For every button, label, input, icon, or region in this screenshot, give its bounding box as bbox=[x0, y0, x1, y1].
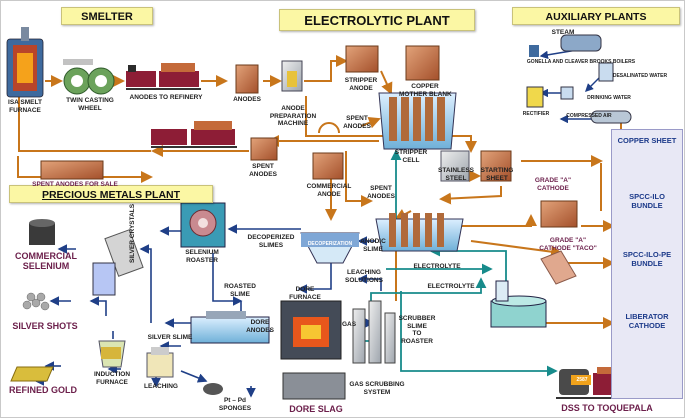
label-commercial-anode: COMMERCIAL ANODE bbox=[306, 183, 352, 198]
silver-cell-graphic bbox=[190, 311, 270, 344]
label-spent-anodes-3: SPENT ANODES bbox=[367, 185, 395, 200]
copper-flow-arrows bbox=[17, 55, 622, 329]
label-gas-scrubbing: GAS SCRUBBING SYSTEM bbox=[349, 381, 405, 396]
label-selenium-roaster: SELENIUM ROASTER bbox=[185, 249, 219, 264]
label-anodes: ANODES bbox=[233, 96, 261, 103]
label-anodic-slime: ANODIC SLIME bbox=[360, 238, 386, 253]
label-boilers: GONELLA AND CLEAVER BROOKS BOILERS bbox=[526, 59, 636, 65]
panel-spcc-ilo-bundle: SPCC-ILO BUNDLE bbox=[629, 192, 665, 210]
starting-sheet-graphic bbox=[480, 150, 512, 182]
label-copper-mother-blank: COPPER MOTHER BLANK bbox=[399, 83, 452, 98]
label-scrubber-slime: SCRUBBER SLIME TO ROASTER bbox=[398, 315, 436, 345]
label-gas: GAS bbox=[341, 321, 357, 328]
silver-shots-graphic bbox=[22, 292, 50, 311]
label-leaching-solutions: LEACHING SOLUTIONS bbox=[345, 269, 383, 284]
gold-bar-graphic bbox=[10, 366, 54, 382]
isa-furnace-graphic bbox=[6, 27, 44, 98]
banner-electrolytic-plant: ELECTROLYTIC PLANT bbox=[279, 9, 475, 31]
water-tank-graphic bbox=[560, 62, 614, 100]
grade-a-cathode-graphic bbox=[540, 200, 578, 228]
rectifier-graphic bbox=[526, 86, 544, 108]
label-stripper-cell: STRIPPER CELL bbox=[394, 149, 428, 164]
panel-liberator-cathode: LIBERATOR CATHODE bbox=[625, 312, 669, 330]
leaching-tank-graphic bbox=[146, 347, 174, 378]
label-spent-anodes-sale: SPENT ANODES FOR SALE bbox=[32, 181, 118, 188]
label-decoperization: DECOPERIZATION bbox=[307, 241, 353, 247]
casting-wheel-graphic bbox=[63, 59, 115, 95]
label-spent-anodes-1: SPENT ANODES bbox=[343, 115, 371, 130]
induction-furnace-graphic bbox=[98, 340, 126, 368]
mother-blank-graphic bbox=[405, 45, 440, 81]
label-grade-a-cathode: GRADE "A" CATHODE bbox=[534, 177, 572, 192]
label-grade-a-taco: GRADE "A" CATHODE "TACO" bbox=[539, 237, 597, 252]
pt-pd-graphic bbox=[203, 383, 223, 395]
label-electrolyte-2: ELECTROLYTE bbox=[427, 283, 475, 290]
spent-anodes-sale-graphic bbox=[40, 160, 104, 180]
label-compressed-air: COMPRESSED AIR bbox=[566, 113, 612, 119]
product-refined-gold: REFINED GOLD bbox=[8, 385, 77, 395]
label-electrolyte-1: ELECTROLYTE bbox=[413, 263, 461, 270]
locomotive-number: 2587 bbox=[576, 377, 588, 383]
spent-anode-train-graphic bbox=[151, 121, 237, 148]
panel-spcc-ilo-pe-bundle: SPCC-ILO-PE BUNDLE bbox=[622, 250, 672, 268]
product-dore-slag: DORE SLAG bbox=[289, 404, 343, 414]
label-twin-casting-wheel: TWIN CASTING WHEEL bbox=[66, 97, 114, 112]
banner-auxiliary-plants: AUXILIARY PLANTS bbox=[512, 7, 680, 25]
label-steam: STEAM bbox=[551, 29, 575, 36]
anode-train-graphic bbox=[126, 63, 201, 90]
selenium-drum-graphic bbox=[29, 219, 55, 245]
label-decoperized-slimes: DECOPERIZED SLIMES bbox=[247, 234, 295, 249]
label-anodes-to-refinery: ANODES TO REFINERY bbox=[129, 94, 203, 101]
anodes-stack-graphic bbox=[235, 64, 259, 94]
decoperization-tank-graphic bbox=[300, 232, 360, 264]
label-leaching: LEACHING bbox=[144, 383, 178, 390]
spent-anodes-graphic bbox=[250, 137, 278, 161]
selenium-roaster-graphic bbox=[180, 202, 226, 248]
taco-graphic bbox=[540, 250, 577, 285]
scrubber-graphic bbox=[352, 300, 396, 364]
dore-slag-graphic bbox=[282, 372, 346, 400]
compressed-air-graphic bbox=[590, 110, 632, 124]
crystal-hopper-graphic bbox=[92, 262, 116, 296]
label-dore-furnace: DORE FURNACE bbox=[289, 286, 321, 301]
product-silver-shots: SILVER SHOTS bbox=[12, 321, 78, 331]
label-starting-sheet: STARTING SHEET bbox=[480, 167, 514, 182]
stripper-cell-graphic bbox=[378, 92, 457, 150]
label-dore-anodes: DORE ANODES bbox=[246, 319, 274, 334]
packing-panel bbox=[611, 129, 683, 399]
dore-furnace-graphic bbox=[280, 300, 342, 360]
electrolytic-cell-graphic bbox=[375, 213, 464, 252]
electrolyte-tanks-graphic bbox=[490, 280, 547, 328]
stripper-anode-graphic bbox=[345, 45, 379, 73]
anode-prep-machine-graphic bbox=[281, 60, 303, 92]
commercial-anode-graphic bbox=[312, 152, 344, 180]
label-anode-prep-machine: ANODE PREPARATION MACHINE bbox=[269, 105, 317, 127]
label-silver-crystals: SILVER CRYSTALS bbox=[129, 203, 136, 263]
label-stainless-steel: STAINLESS STEEL bbox=[438, 167, 474, 182]
aux-flow-arrows bbox=[539, 45, 607, 124]
label-drinking-water: DRINKING WATER bbox=[587, 95, 631, 101]
label-silver-slime: SILVER SLIME bbox=[147, 334, 193, 341]
label-isa-smelt-furnace: ISA SMELT FURNACE bbox=[8, 99, 42, 114]
banner-smelter: SMELTER bbox=[61, 7, 153, 25]
banner-precious-metals: PRECIOUS METALS PLANT bbox=[9, 185, 213, 203]
boiler-graphic bbox=[529, 34, 602, 57]
stainless-steel-graphic bbox=[440, 150, 470, 182]
product-commercial-selenium: COMMERCIAL SELENIUM bbox=[15, 251, 77, 271]
label-pt-pd-sponges: Pt – Pd SPONGES bbox=[218, 397, 252, 412]
label-stripper-anode: STRIPPER ANODE bbox=[344, 77, 378, 92]
label-roasted-slime: ROASTED SLIME bbox=[224, 283, 256, 298]
label-desalinated-water: DESALINATED WATER bbox=[612, 73, 668, 79]
product-dss-to-toquepala: DSS TO TOQUEPALA bbox=[561, 403, 653, 413]
label-induction-furnace: INDUCTION FURNACE bbox=[93, 371, 131, 386]
label-rectifier: RECTIFIER bbox=[522, 111, 550, 117]
panel-copper-sheet: COPPER SHEET bbox=[617, 136, 677, 145]
label-spent-anodes-2: SPENT ANODES bbox=[249, 163, 277, 178]
